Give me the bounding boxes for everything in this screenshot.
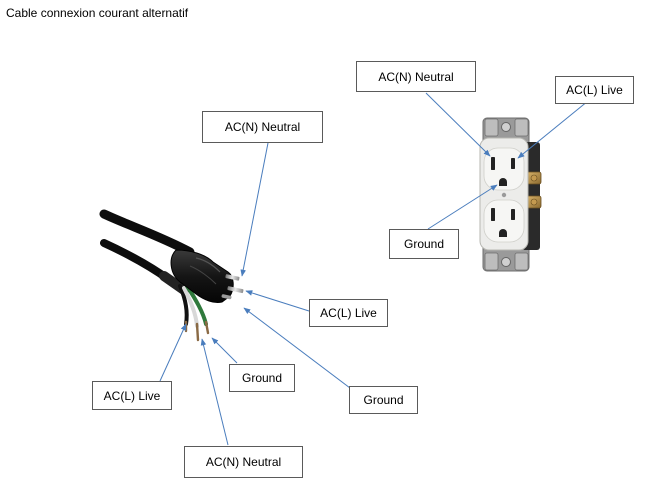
arrow-wire-ground — [211, 337, 238, 364]
outlet-slot-live-upper — [511, 158, 515, 169]
label-wire-neutral: AC(N) Neutral — [184, 446, 303, 478]
label-outlet-neutral: AC(N) Neutral — [356, 61, 476, 92]
outlet-slot-live-lower — [511, 209, 515, 220]
label-outlet-live: AC(L) Live — [555, 76, 634, 104]
wire-tip-green — [204, 320, 210, 335]
arrow-outlet-live — [517, 100, 589, 159]
arrow-wire-live — [159, 323, 187, 382]
arrow-plug-neutral — [240, 142, 269, 277]
label-plug-neutral: AC(N) Neutral — [202, 111, 323, 143]
label-wire-live: AC(L) Live — [92, 381, 172, 410]
arrow-plug-ground — [243, 307, 351, 389]
plug-prong-live — [227, 286, 244, 294]
label-wire-ground: Ground — [229, 364, 295, 392]
wire-tip-white — [195, 322, 200, 342]
arrow-plug-live — [245, 290, 310, 312]
power-cord-image — [99, 209, 244, 342]
outlet-slot-neutral-lower — [491, 208, 495, 221]
arrow-wire-neutral — [200, 338, 229, 446]
plug-prong-neutral — [225, 274, 240, 281]
label-outlet-ground: Ground — [389, 229, 459, 259]
label-plug-ground: Ground — [349, 386, 418, 414]
label-plug-live: AC(L) Live — [309, 299, 388, 327]
plug-prong-ground — [221, 294, 232, 300]
cord-lower — [100, 239, 172, 283]
outlet-ground-hole-upper — [499, 178, 507, 186]
outlet-image — [479, 117, 542, 272]
outlet-slot-neutral-upper — [491, 157, 495, 170]
plug-body — [170, 249, 244, 303]
arrow-outlet-neutral — [425, 92, 491, 157]
cord-upper — [99, 209, 195, 257]
arrow-outlet-ground — [427, 184, 498, 230]
outlet-ground-hole-lower — [499, 229, 507, 237]
diagram-title: Cable connexion courant alternatif — [6, 6, 189, 20]
pointer-arrows — [159, 92, 589, 446]
